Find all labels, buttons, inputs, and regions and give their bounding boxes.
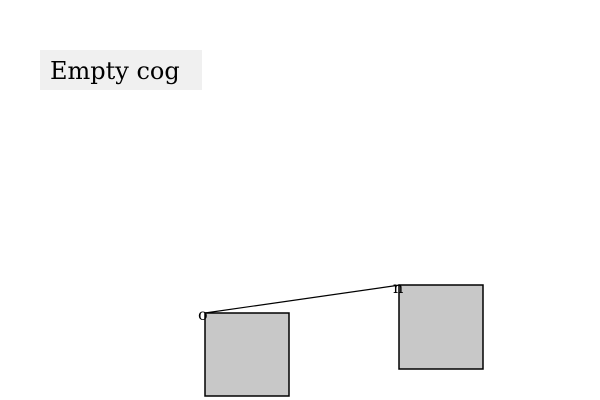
connector-line: [204, 284, 401, 314]
right-node-box[interactable]: [398, 284, 484, 370]
left-node-box[interactable]: [204, 312, 290, 397]
left-node-port-label: o: [198, 305, 208, 324]
cog-title-label: Empty cog: [40, 50, 202, 90]
right-node-port-label: n: [393, 278, 403, 297]
